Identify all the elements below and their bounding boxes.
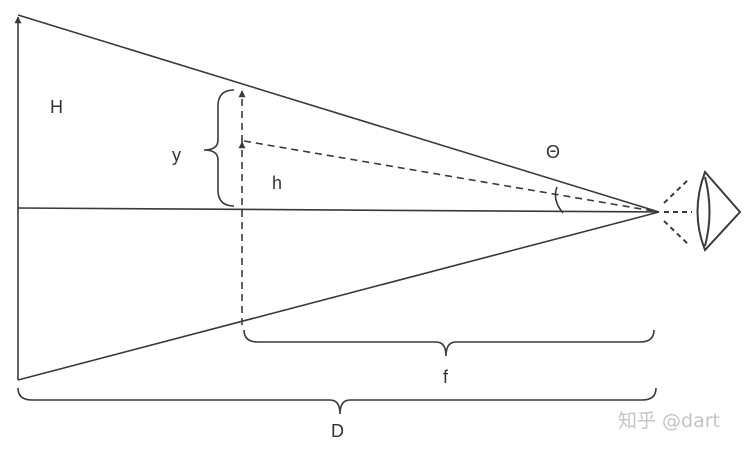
label-y: y	[172, 145, 181, 165]
brace-y	[203, 89, 235, 207]
label-theta: Θ	[546, 142, 560, 162]
label-h: h	[272, 173, 282, 193]
watermark: 知乎 @dart	[618, 410, 720, 432]
eye-icon	[663, 170, 742, 252]
main-lines	[14, 14, 660, 381]
point-sight-line	[243, 140, 660, 213]
bottom-sight-line	[17, 211, 660, 381]
horizon-line	[17, 207, 660, 213]
label-f: f	[443, 367, 449, 387]
projection-lines	[238, 90, 660, 325]
brace-f	[243, 329, 655, 357]
brace-d	[17, 387, 657, 415]
angle-arc	[554, 186, 564, 214]
label-H: H	[50, 97, 63, 117]
braces	[17, 89, 657, 415]
label-D: D	[331, 421, 344, 441]
top-sight-line	[17, 14, 660, 213]
